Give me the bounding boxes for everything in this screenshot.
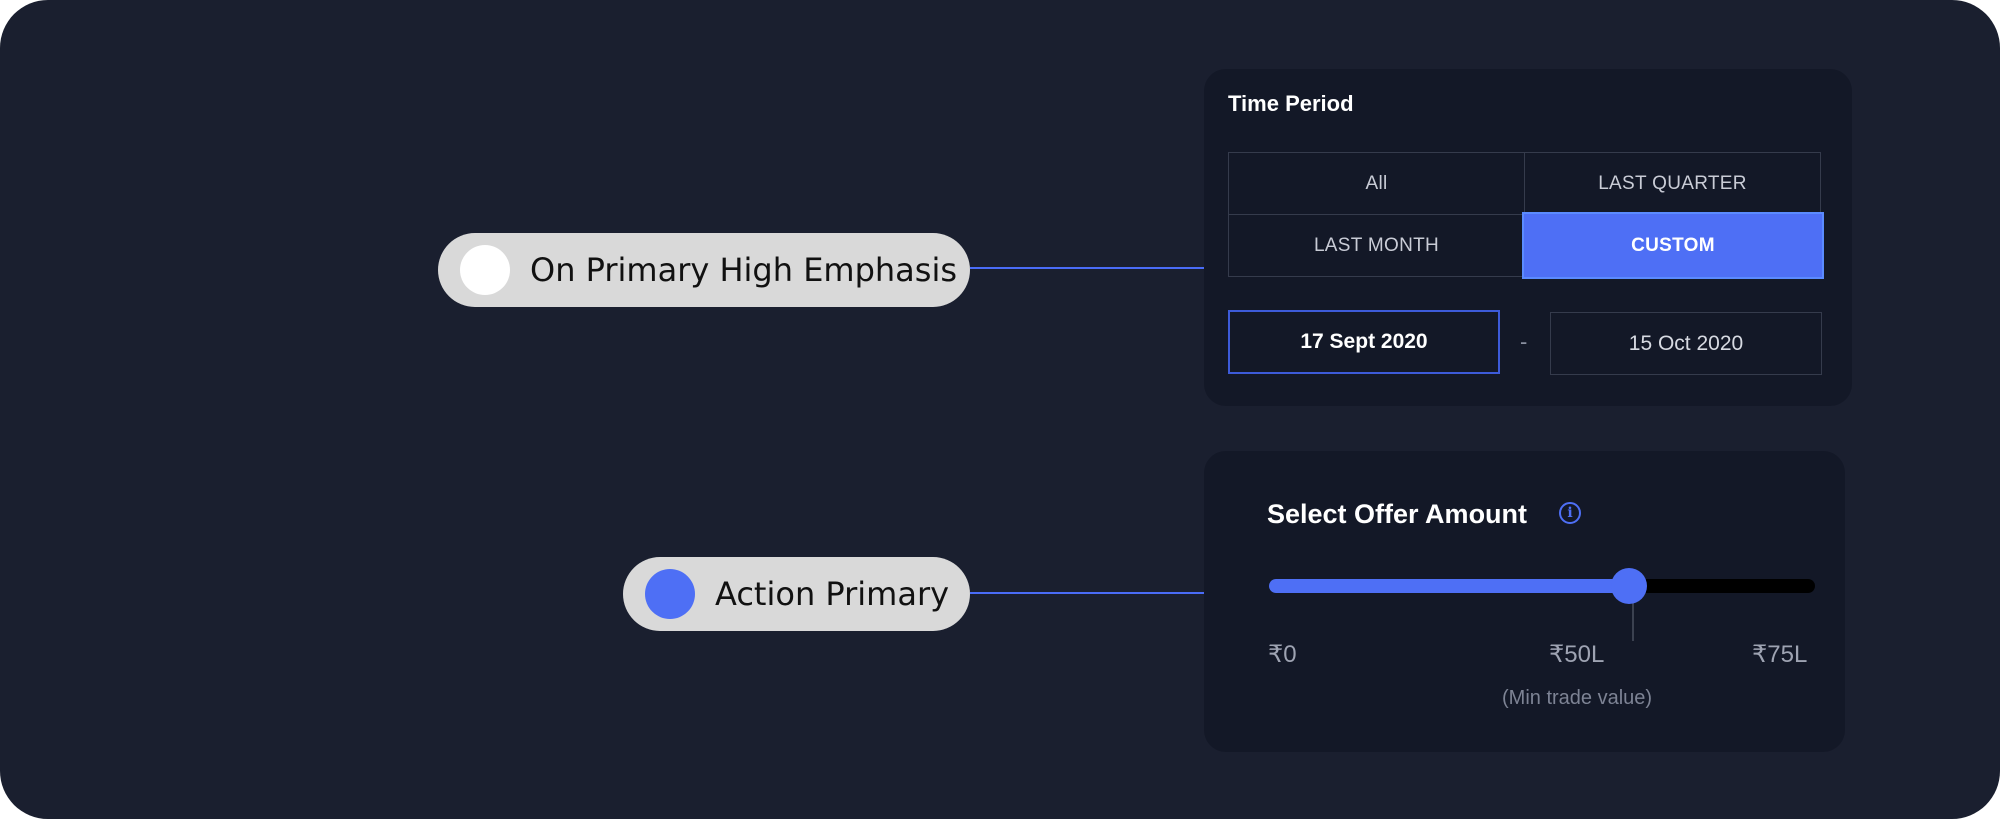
card-title: Select Offer Amount — [1267, 499, 1528, 529]
option-custom[interactable]: CUSTOM — [1522, 212, 1824, 279]
color-swatch-blue — [645, 569, 695, 619]
legend-pill-on-primary: On Primary High Emphasis — [438, 233, 970, 307]
scale-label-min: ₹0 — [1268, 641, 1297, 668]
legend-label: On Primary High Emphasis — [530, 251, 958, 289]
time-period-card: Time Period All LAST QUARTER LAST MONTH … — [1204, 69, 1852, 406]
legend-label: Action Primary — [715, 575, 950, 613]
date-separator: - — [1520, 329, 1528, 354]
offer-amount-card: Select Offer Amount i ₹0 ₹50L ₹75L (Min … — [1204, 451, 1845, 752]
slider-thumb[interactable] — [1611, 568, 1648, 604]
connector-line-action-primary — [970, 592, 1204, 594]
slider-marker — [1632, 593, 1634, 641]
scale-label-mid: ₹50L — [1549, 641, 1605, 668]
card-title: Time Period — [1228, 91, 1354, 116]
scale-label-max: ₹75L — [1752, 641, 1808, 668]
slider-fill — [1269, 579, 1630, 593]
option-last-month[interactable]: LAST MONTH — [1228, 214, 1525, 277]
color-swatch-white — [460, 245, 510, 295]
end-date-field[interactable]: 15 Oct 2020 — [1550, 312, 1822, 375]
option-last-quarter[interactable]: LAST QUARTER — [1524, 152, 1821, 215]
option-all[interactable]: All — [1228, 152, 1525, 215]
start-date-field[interactable]: 17 Sept 2020 — [1228, 310, 1500, 374]
legend-pill-action-primary: Action Primary — [623, 557, 970, 631]
min-trade-note: (Min trade value) — [1502, 687, 1653, 709]
info-icon[interactable]: i — [1559, 502, 1581, 524]
